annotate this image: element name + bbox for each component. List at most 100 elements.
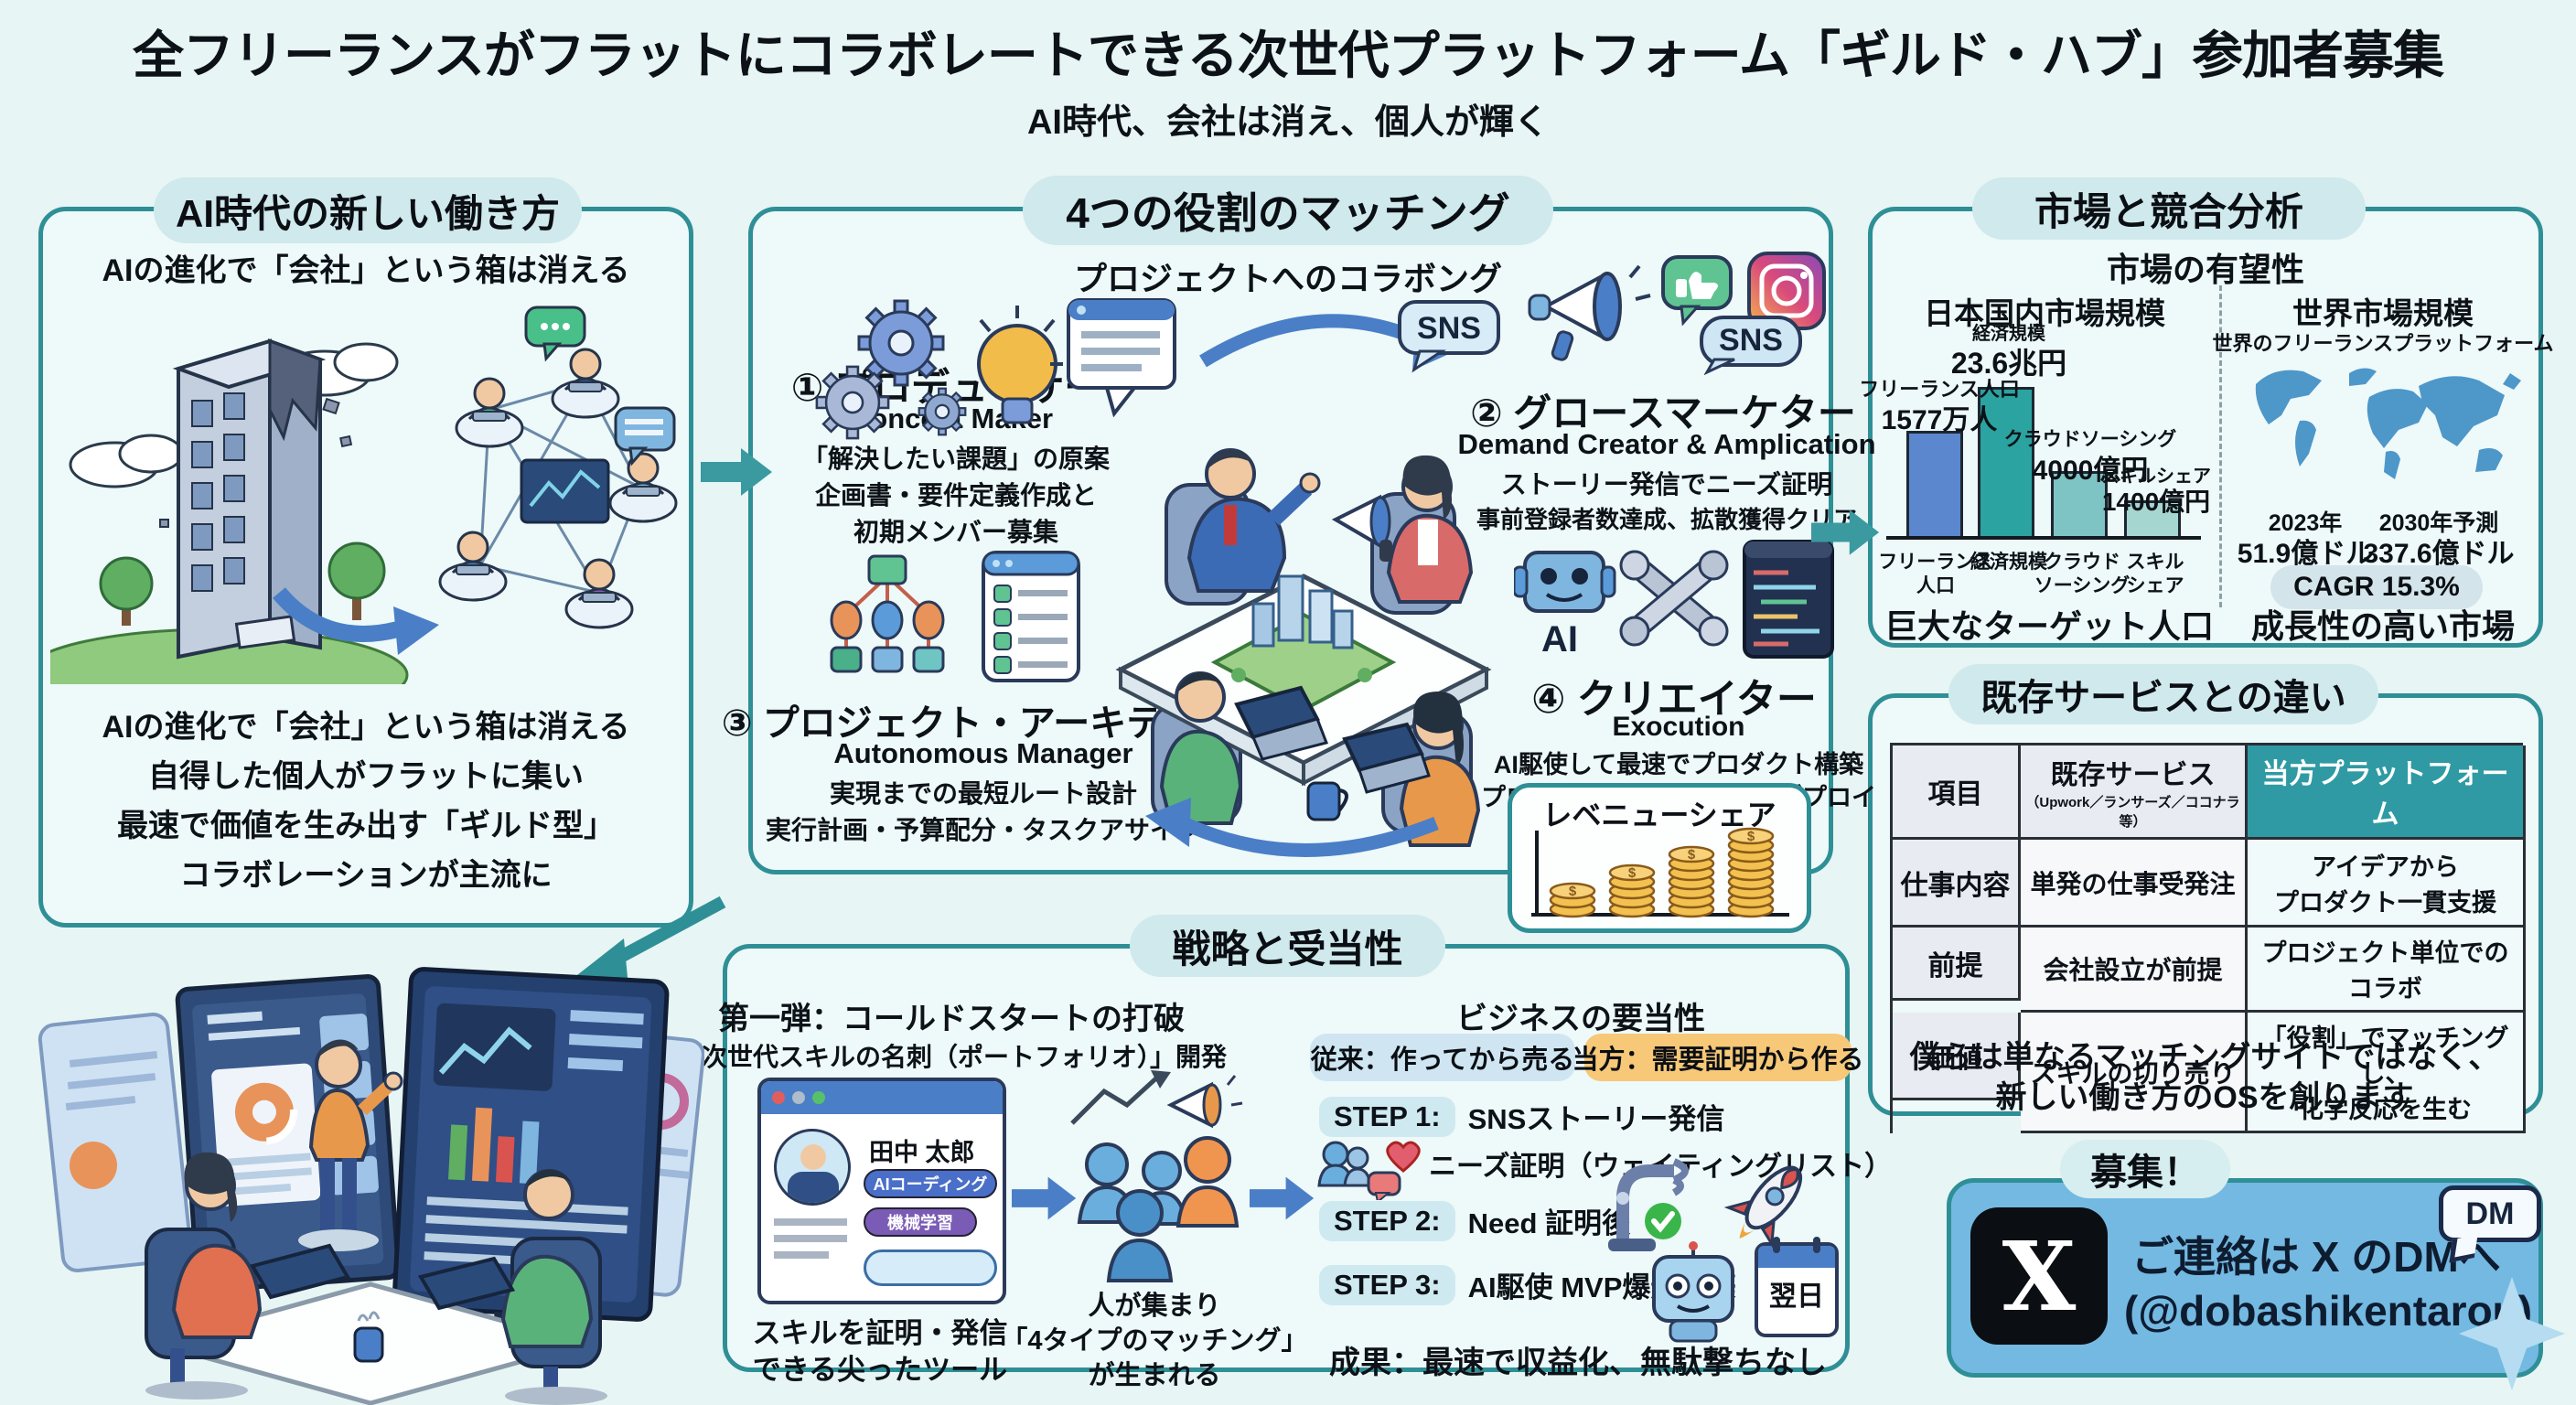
strategy-result: 成果：最速で収益化、無駄撃ちなし bbox=[1329, 1346, 1827, 1380]
crumbling-company-network-illustration bbox=[50, 306, 678, 684]
seated-person-right bbox=[417, 1169, 607, 1405]
lightbulb-icon bbox=[977, 306, 1063, 424]
bar-xlabel: 経済規模 bbox=[1970, 552, 2047, 573]
avatar bbox=[774, 1129, 851, 1206]
bar-annotation-value: 1400億円 bbox=[2101, 488, 2211, 516]
world-caption: 成長性の高い市場 bbox=[2250, 607, 2516, 645]
bar-xlabel: スキル bbox=[2126, 552, 2184, 573]
sparkle-icon bbox=[2459, 1277, 2565, 1390]
chat-bubble-green-icon bbox=[524, 306, 586, 362]
world-map bbox=[2255, 368, 2521, 479]
world-market-title: 世界市場規模 bbox=[2292, 296, 2474, 330]
bar-annotation-value: 23.6兆円 bbox=[1950, 347, 2067, 380]
cycle-arrow-bottom bbox=[1176, 815, 1439, 857]
panel-differentiation-header: 既存サービスとの違い bbox=[1948, 664, 2378, 724]
x-logo-icon: X bbox=[1970, 1207, 2108, 1345]
mug-icon bbox=[1306, 781, 1348, 821]
diff-footer-line: 僕らは単なるマッチングサイトではなく、 bbox=[1909, 1040, 2500, 1075]
column-divider bbox=[2219, 285, 2222, 607]
chat-bubble-blue-icon bbox=[614, 406, 676, 467]
table-row-label: 価値 bbox=[1893, 1013, 2021, 1100]
svg-text:$: $ bbox=[1569, 884, 1577, 899]
calendar-label: 翌日 bbox=[1769, 1282, 1824, 1312]
table-cell-existing: 単発の仕事受発注 bbox=[2021, 840, 2248, 928]
table-col-item: 項目 bbox=[1893, 745, 2021, 840]
step1-text: SNSストーリー発信 bbox=[1467, 1103, 1725, 1135]
role1-line: 初期メンバー募集 bbox=[853, 518, 1059, 546]
card-caption: できる尖ったツール bbox=[752, 1354, 1008, 1386]
role3-line: 実行計画・予算配分・タスクアサイン bbox=[765, 816, 1202, 844]
laptop-icon bbox=[1342, 722, 1431, 794]
bar-annotation-value: 1577万人 bbox=[1881, 405, 1998, 435]
step2-text: Need 証明後 bbox=[1467, 1207, 1631, 1239]
cycle-arrow-top bbox=[1199, 314, 1431, 368]
standing-presenter bbox=[298, 1039, 403, 1251]
world-stat1-value: 51.9億ドル bbox=[2237, 539, 2374, 569]
table-cell-existing: スキルの切り売り bbox=[2021, 1013, 2248, 1133]
svg-text:$: $ bbox=[1628, 865, 1637, 881]
table-row-label: 前提 bbox=[1893, 928, 2021, 1001]
robot-icon bbox=[1652, 1241, 1734, 1343]
engagement-icons bbox=[1317, 1141, 1421, 1200]
robot-arm-icon bbox=[1608, 1158, 1689, 1251]
world-stat2-label: 2030年予測 bbox=[2378, 510, 2499, 536]
heart-icon bbox=[1386, 1141, 1421, 1173]
role2-en: Demand Creator & Amplication bbox=[1457, 428, 1876, 460]
ai-label: AI bbox=[1541, 619, 1578, 660]
calendar-icon: 翌日 bbox=[1755, 1237, 1839, 1337]
bar-freelance-population bbox=[1906, 431, 1963, 536]
role3-line: 実現までの最短ルート設計 bbox=[829, 779, 1138, 808]
gears-lightbulb-icon bbox=[815, 299, 1063, 440]
cta-oval bbox=[864, 1249, 997, 1286]
role1-line: 企画書・要件定義作成と bbox=[814, 481, 1098, 509]
monitor-right bbox=[392, 967, 670, 1351]
card-name: 田中 太郎 bbox=[869, 1139, 975, 1166]
phase-subtitle: 「次世代スキルの名刺（ポートフォリオ）」開発 bbox=[675, 1043, 1228, 1071]
arrow-left-to-center bbox=[701, 448, 772, 496]
crowd-caption: が生まれる bbox=[1088, 1361, 1221, 1390]
panel-four-roles-header: 4つの役割のマッチング bbox=[1023, 176, 1553, 245]
arrow-crowd-to-validity bbox=[1250, 1176, 1315, 1220]
code-window-icon bbox=[1743, 540, 1834, 659]
window-dot-green bbox=[812, 1091, 825, 1104]
phase-title: 第一弾：コールドスタートの打破 bbox=[718, 1002, 1185, 1036]
cagr-badge: CAGR 15.3% bbox=[2270, 565, 2483, 609]
bar-annotation: フリーランス人口 bbox=[1859, 378, 2020, 401]
window-dot-red bbox=[772, 1091, 785, 1104]
role4-line: AI駆使して最速でプロダクト構築 bbox=[1493, 751, 1864, 778]
mug-icon bbox=[353, 1311, 384, 1363]
step-2: STEP 2: Need 証明後 bbox=[1319, 1200, 1683, 1241]
arrow-center-to-market bbox=[1811, 509, 1880, 555]
meeting-table-illustration: SNS bbox=[1067, 298, 1500, 857]
bar-annotation-value: 4000億円 bbox=[2032, 456, 2149, 486]
role4-title: ④ クリエイター bbox=[1531, 677, 1817, 722]
bar-xlabel: フリーランス bbox=[1878, 552, 1993, 573]
validity-title: ビジネスの要当性 bbox=[1456, 1002, 1705, 1036]
role2-title: ② グロースマーケター bbox=[1470, 391, 1856, 434]
bar-xlabel: ソーシング bbox=[2034, 575, 2131, 596]
svg-text:$: $ bbox=[1747, 829, 1755, 844]
orgchart-checklist-icon bbox=[830, 551, 1080, 682]
world-stat1-label: 2023年 bbox=[2268, 510, 2343, 536]
bar-crowdsourcing bbox=[2051, 471, 2108, 536]
seated-person-left bbox=[145, 1152, 351, 1400]
rocket-icon bbox=[1723, 1165, 1803, 1249]
browser-titlebar bbox=[761, 1081, 1003, 1114]
checklist-icon bbox=[982, 551, 1080, 682]
crowd-caption: 「4タイプのマッチング」 bbox=[1001, 1326, 1308, 1356]
recruit-line2: (@dobashikentarou) bbox=[2124, 1287, 2533, 1335]
pill-new-way: 当方：需要証明から作る bbox=[1572, 1034, 1864, 1081]
left-panel-bottom-text: AIの進化で「会社」という箱は消える 自得した個人がフラットに集い 最速で価値を… bbox=[102, 710, 630, 893]
coin-stacks-chart: $$ $$ bbox=[1531, 827, 1789, 918]
megaphone-icon bbox=[1331, 494, 1392, 562]
megaphone-sns-icons: SNS bbox=[1528, 252, 1826, 375]
svg-text:SNS: SNS bbox=[1417, 311, 1481, 346]
world-market-subtitle: 世界のフリーランスプラットフォーム bbox=[2212, 332, 2554, 355]
bar-xlabel: シェア bbox=[2126, 575, 2184, 596]
tree-icon bbox=[99, 542, 386, 626]
table-cell-ours: 「役割」でマッチングし、 化学反応を生む bbox=[2248, 1013, 2526, 1133]
wrench-icon bbox=[1619, 550, 1729, 647]
japan-caption: 巨大なターゲット人口 bbox=[1884, 607, 2215, 645]
people-icons bbox=[1077, 1136, 1240, 1282]
